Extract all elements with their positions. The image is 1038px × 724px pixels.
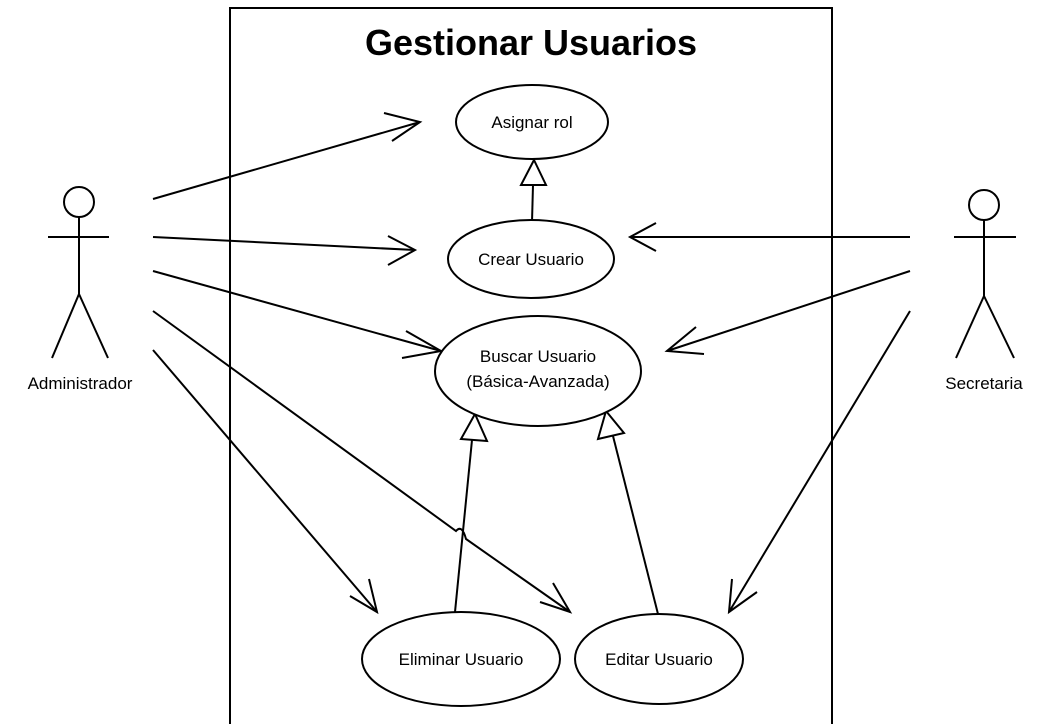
association-secretaria-buscar-usuario (664, 270, 911, 355)
use-case-eliminar-usuario-label: Eliminar Usuario (399, 650, 524, 669)
association-admin-crear-usuario (152, 235, 418, 266)
actor-secretaria-label: Secretaria (945, 374, 1023, 393)
actor-administrador-head (63, 186, 95, 218)
use-case-crear-usuario: Crear Usuario (447, 219, 615, 299)
generalization-editar-to-buscar (596, 408, 660, 619)
generalization-eliminar-to-buscar (454, 411, 489, 613)
system-title: Gestionar Usuarios (365, 22, 697, 63)
use-case-asignar-rol: Asignar rol (455, 84, 609, 160)
use-case-buscar-usuario-label-line2: (Básica-Avanzada) (466, 372, 609, 391)
association-admin-eliminar-usuario (152, 349, 379, 615)
use-case-buscar-usuario-label-line1: Buscar Usuario (480, 347, 596, 366)
generalization-crear-to-asignar (519, 157, 548, 223)
use-case-crear-usuario-label: Crear Usuario (478, 250, 584, 269)
use-case-asignar-rol-label: Asignar rol (491, 113, 572, 132)
use-case-editar-usuario: Editar Usuario (574, 613, 744, 705)
association-admin-buscar-usuario (152, 270, 444, 359)
actor-administrador-label: Administrador (28, 374, 133, 393)
use-case-eliminar-usuario: Eliminar Usuario (361, 611, 561, 707)
actor-administrador: Administrador (28, 186, 133, 393)
association-secretaria-crear-usuario (627, 222, 910, 252)
association-admin-editar-usuario (152, 310, 573, 614)
association-secretaria-editar-usuario (727, 310, 911, 615)
use-case-buscar-usuario: Buscar Usuario (Básica-Avanzada) (434, 315, 642, 427)
actor-secretaria: Secretaria (945, 189, 1023, 393)
actor-secretaria-head (968, 189, 1000, 221)
use-case-editar-usuario-label: Editar Usuario (605, 650, 713, 669)
association-admin-asignar-rol (152, 112, 423, 200)
